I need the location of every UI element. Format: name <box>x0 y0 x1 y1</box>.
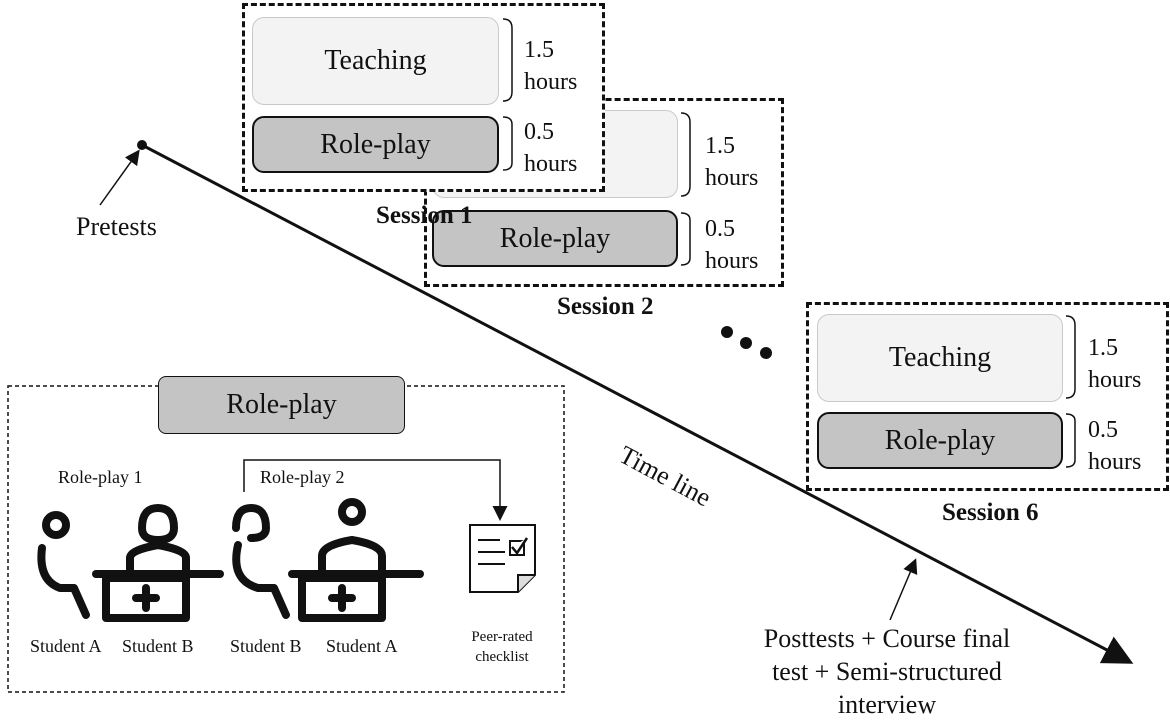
roleplay-1-label: Role-play 1 <box>58 467 143 487</box>
student-label: Student B <box>230 636 302 656</box>
student-label: Student A <box>326 636 398 656</box>
student-label: Student B <box>122 636 194 656</box>
posttests-arrow <box>889 558 918 621</box>
person-seated-icon <box>37 511 90 619</box>
roleplay-2-label: Role-play 2 <box>260 467 345 487</box>
pretests-arrow <box>99 149 140 206</box>
session-2-label: Session 2 <box>557 293 654 320</box>
ellipsis-dot <box>760 347 772 359</box>
person-desk-icon <box>288 498 424 622</box>
session-1-label: Session 1 <box>376 202 473 229</box>
ellipsis-dot <box>740 337 752 349</box>
student-label: Student A <box>30 636 102 656</box>
checklist-label: Peer-rated checklist <box>471 629 533 665</box>
session-6-roleplay-block: Role-play <box>817 412 1063 469</box>
pretests-label: Pretests <box>76 212 157 241</box>
session-1-teaching-block: Teaching <box>252 17 499 105</box>
roleplay-panel-title: Role-play <box>158 376 405 434</box>
roleplay-panel-frame <box>7 385 565 693</box>
roleplay2-connector <box>243 459 508 521</box>
checklist-icon <box>469 524 536 593</box>
session-1-roleplay-block: Role-play <box>252 116 499 173</box>
session-6-label: Session 6 <box>942 499 1039 526</box>
timeline-start-dot <box>137 140 147 150</box>
ellipsis-dot <box>721 326 733 338</box>
session-6-teaching-block: Teaching <box>817 314 1063 402</box>
person-desk-icon <box>92 504 224 622</box>
timeline-line <box>141 143 1134 664</box>
person-seated-icon <box>232 504 290 619</box>
session-2-roleplay-block: Role-play <box>432 210 678 267</box>
posttests-label: Posttests + Course final test + Semi-str… <box>763 624 1011 719</box>
